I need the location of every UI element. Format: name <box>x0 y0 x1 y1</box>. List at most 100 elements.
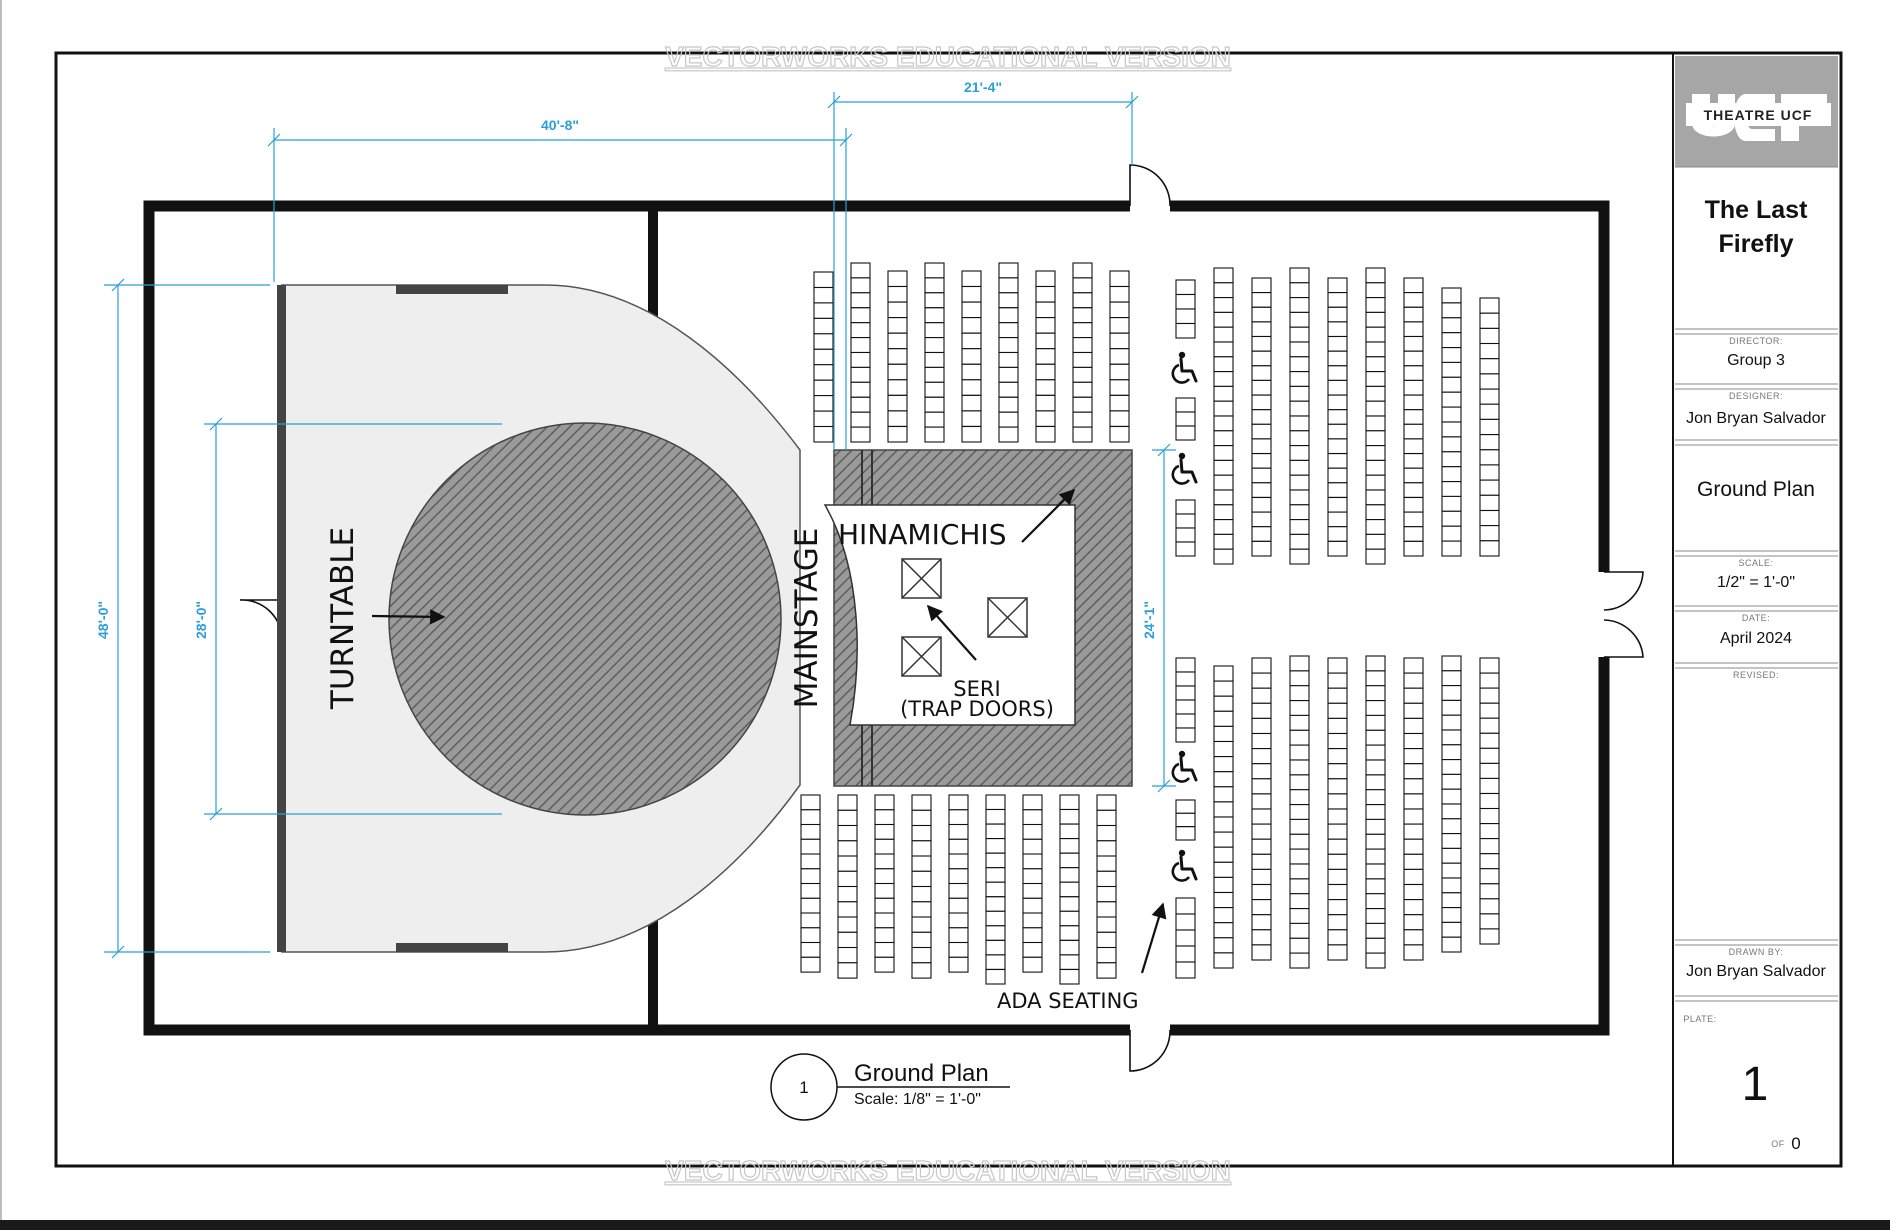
seat <box>1213 267 1234 284</box>
seat <box>1403 717 1424 735</box>
seat <box>837 916 858 933</box>
seat <box>1365 655 1386 672</box>
seat <box>1213 756 1234 773</box>
seat <box>1109 379 1130 396</box>
seat <box>1035 270 1056 288</box>
seat <box>961 301 982 319</box>
seat <box>813 302 834 319</box>
seat <box>1059 823 1080 840</box>
seat <box>1251 808 1272 825</box>
seat <box>837 840 858 857</box>
seat <box>887 394 908 412</box>
seat <box>1289 818 1310 835</box>
seat <box>1403 763 1424 780</box>
seat <box>1213 445 1234 461</box>
seat <box>1327 350 1348 367</box>
seat <box>1403 732 1424 750</box>
seat <box>961 332 982 350</box>
seat <box>1072 307 1093 324</box>
seat <box>837 794 858 811</box>
watermark-top: VECTORWORKS EDUCATIONAL VERSION <box>665 41 1231 72</box>
seat <box>924 337 945 354</box>
seat <box>985 867 1006 883</box>
seat <box>1035 332 1056 350</box>
seat <box>1213 341 1234 358</box>
drawing-title: 1 Ground Plan Scale: 1/8" = 1'-0" <box>770 1053 1010 1121</box>
seat <box>1289 548 1310 565</box>
seat <box>1096 962 1117 979</box>
seat <box>1403 838 1424 855</box>
seat <box>985 823 1006 840</box>
seat <box>911 855 932 872</box>
seat <box>1022 897 1043 914</box>
seat <box>1479 403 1500 420</box>
seat <box>998 426 1019 443</box>
seat <box>948 927 969 944</box>
seat <box>1251 321 1272 338</box>
seat <box>1072 277 1093 294</box>
seat <box>1327 717 1348 735</box>
seat <box>1365 789 1386 806</box>
seat <box>1213 801 1234 818</box>
hanamichi-platform <box>823 449 1133 787</box>
seat <box>1441 907 1462 923</box>
seat <box>874 956 895 973</box>
seat <box>850 426 871 443</box>
seat <box>1251 453 1272 469</box>
seat <box>1327 763 1348 780</box>
seat <box>1035 301 1056 319</box>
revised-label: REVISED: <box>1733 670 1779 680</box>
seat <box>1096 885 1117 903</box>
seat <box>874 927 895 944</box>
seat <box>1251 467 1272 484</box>
seat <box>1327 899 1348 916</box>
seat <box>1289 759 1310 776</box>
seat <box>1096 946 1117 964</box>
seat <box>837 931 858 949</box>
seat <box>874 882 895 899</box>
seat <box>1175 513 1196 529</box>
seat <box>1327 394 1348 411</box>
seat <box>1479 540 1500 557</box>
seat <box>1213 710 1234 727</box>
seat <box>1096 901 1117 918</box>
seat <box>985 968 1006 985</box>
director-value: Group 3 <box>1727 352 1785 369</box>
seat <box>850 292 871 309</box>
seat <box>1403 748 1424 765</box>
seat <box>924 307 945 324</box>
seat <box>1096 824 1117 842</box>
seat <box>924 262 945 279</box>
seat <box>1441 699 1462 716</box>
seat <box>1251 306 1272 323</box>
logo-text: THEATRE UCF <box>1704 107 1813 123</box>
seat <box>1327 778 1348 795</box>
label-mainstage: MAINSTAGE <box>789 528 825 709</box>
seat <box>1109 317 1130 334</box>
seat <box>1213 504 1234 521</box>
seat <box>1022 868 1043 885</box>
seat <box>850 307 871 324</box>
seat <box>1441 803 1462 820</box>
seat <box>998 337 1019 354</box>
seat <box>1365 400 1386 417</box>
seat <box>1479 898 1500 915</box>
seat <box>1441 788 1462 805</box>
seat <box>1213 922 1234 939</box>
seat <box>1327 732 1348 750</box>
audience-seating <box>800 262 1500 985</box>
seat <box>1479 777 1500 795</box>
seat <box>985 939 1006 956</box>
seat <box>1403 292 1424 308</box>
seat <box>1365 833 1386 850</box>
seat <box>1289 519 1310 535</box>
seat <box>874 823 895 840</box>
seat <box>1365 818 1386 835</box>
seat <box>1213 695 1234 712</box>
seat <box>1289 700 1310 717</box>
seat <box>1251 838 1272 855</box>
seat <box>1072 337 1093 354</box>
seat <box>1289 356 1310 373</box>
seat <box>1327 808 1348 825</box>
dimension-height-overall: 48'-0" <box>95 601 111 639</box>
